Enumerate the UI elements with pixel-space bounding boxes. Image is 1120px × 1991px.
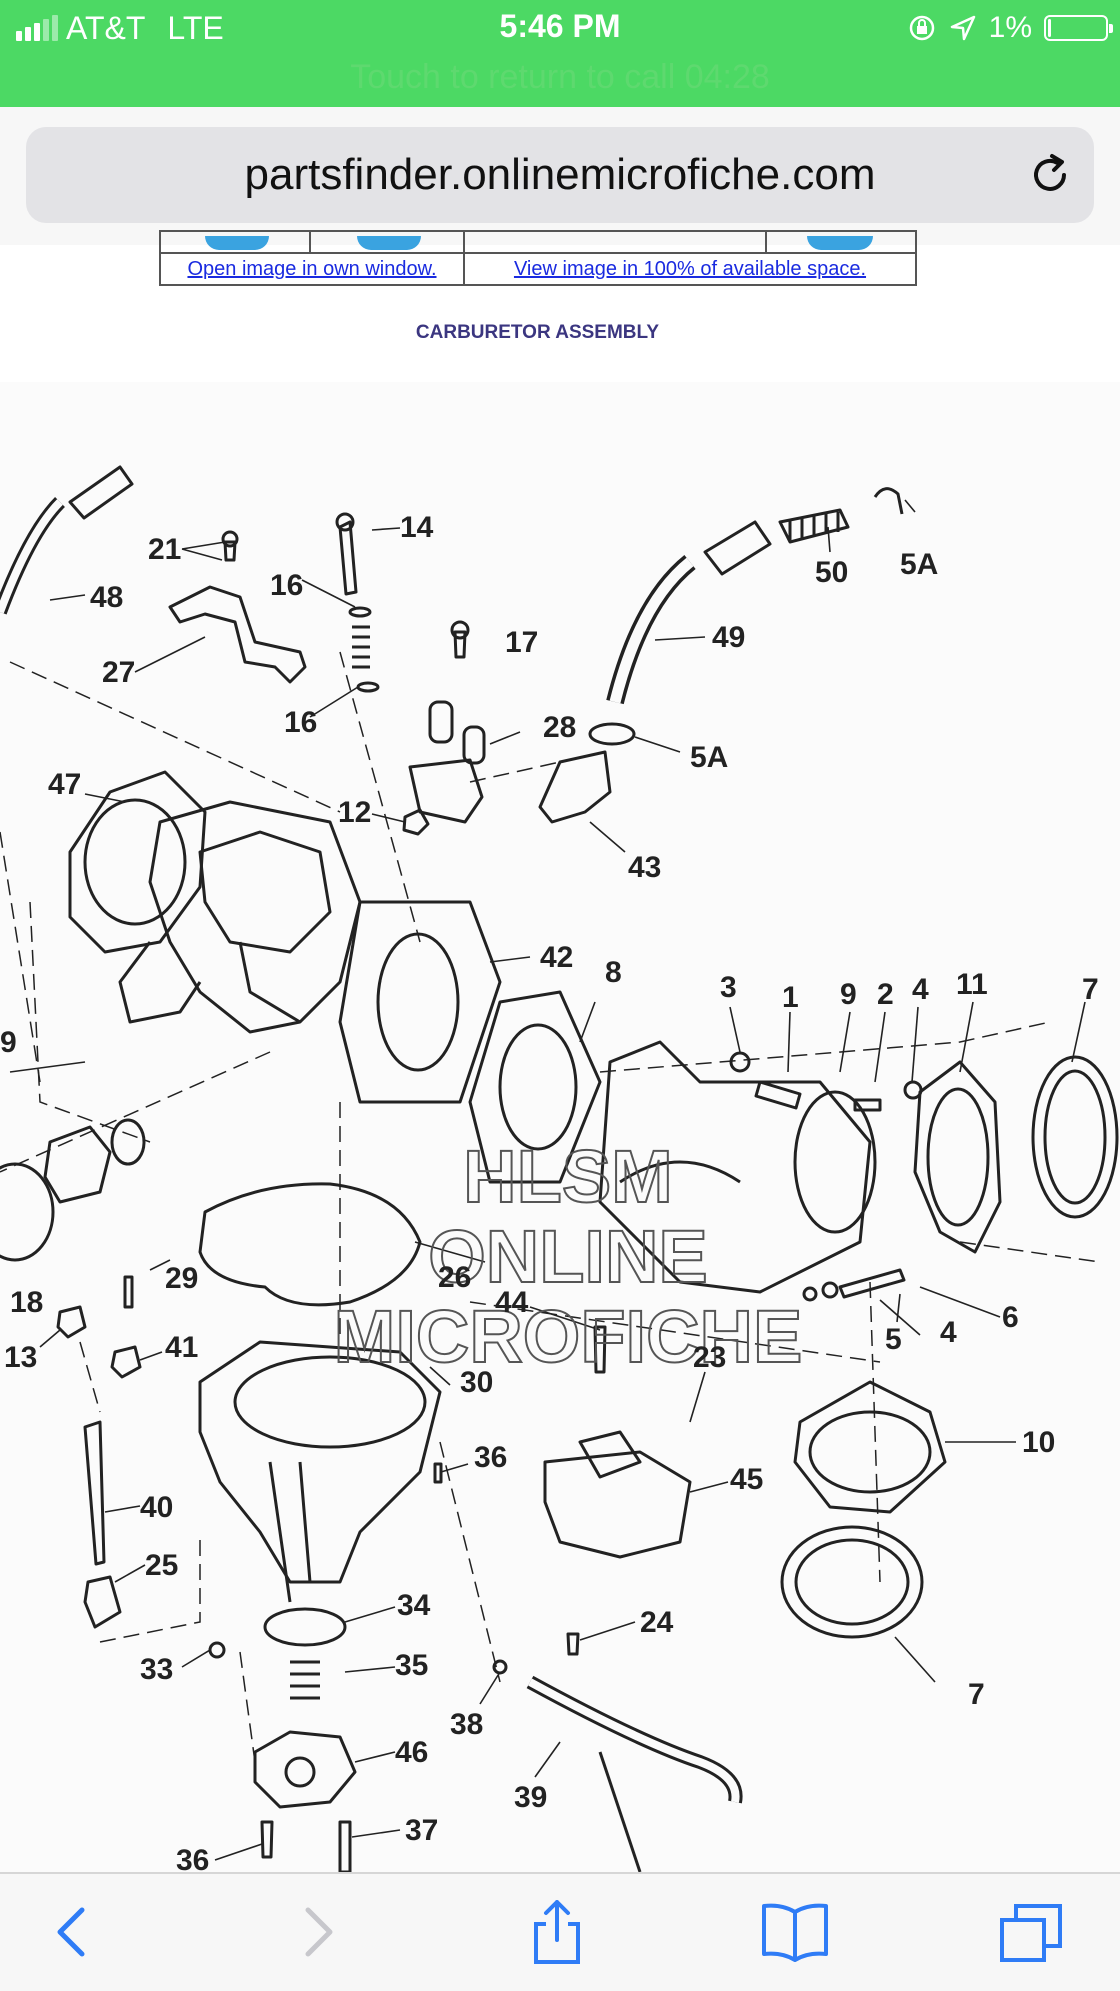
part-label: 41 — [165, 1331, 198, 1364]
part-label: 40 — [140, 1491, 173, 1524]
part-label: 33 — [140, 1653, 173, 1686]
part-label: 10 — [1022, 1426, 1055, 1459]
part-label: 9 — [0, 1026, 17, 1059]
part-label: 43 — [628, 851, 661, 884]
back-icon[interactable] — [38, 1900, 108, 1964]
view-full-image-link[interactable]: View image in 100% of available space. — [513, 258, 867, 280]
network-label: LTE — [167, 9, 224, 46]
part-label: 27 — [102, 656, 135, 689]
part-label: 1 — [782, 981, 799, 1014]
part-label: 39 — [514, 1781, 547, 1814]
battery-percent: 1% — [988, 11, 1032, 44]
part-label: 34 — [397, 1589, 431, 1622]
part-label: 44 — [495, 1286, 529, 1319]
battery-icon — [1044, 15, 1113, 41]
diagram-title: CARBURETOR ASSEMBLY — [415, 322, 660, 343]
watermark: HLSM ONLINE MICROFICHE — [333, 1134, 804, 1379]
orientation-lock-icon — [909, 15, 934, 41]
signal-icon — [16, 15, 58, 41]
clock: 5:46 PM — [499, 8, 621, 44]
part-label: 11 — [956, 968, 988, 1001]
url-text[interactable]: partsfinder.onlinemicrofiche.com — [244, 150, 876, 199]
part-label: 38 — [450, 1708, 483, 1741]
part-label: 29 — [165, 1262, 198, 1295]
part-label: 28 — [543, 711, 576, 744]
part-label: 18 — [10, 1286, 43, 1319]
part-label: 49 — [712, 621, 745, 654]
share-icon[interactable] — [522, 1900, 592, 1964]
table-cell: View image in 100% of available space. — [463, 252, 917, 286]
part-label: 16 — [270, 569, 303, 602]
tabs-icon[interactable] — [998, 1900, 1068, 1964]
part-label: 23 — [693, 1341, 726, 1374]
part-label: 5 — [885, 1323, 902, 1356]
part-label: 5A — [900, 548, 938, 581]
part-label: 7 — [1082, 973, 1099, 1006]
table-cell: Open image in own window. — [159, 252, 465, 286]
part-label: 24 — [640, 1606, 674, 1639]
part-label: 8 — [605, 956, 622, 989]
part-label: 37 — [405, 1814, 438, 1847]
part-label: 35 — [395, 1649, 428, 1682]
location-icon — [950, 15, 975, 41]
part-label: 5A — [690, 741, 728, 774]
carrier-label: AT&T — [66, 9, 146, 46]
part-label: 4 — [912, 973, 929, 1006]
browser-address-area: partsfinder.onlinemicrofiche.com — [0, 107, 1120, 245]
part-label: 45 — [730, 1463, 763, 1496]
svg-text:ONLINE: ONLINE — [428, 1215, 708, 1298]
image-options-table: Open image in own window. View image in … — [159, 230, 917, 286]
part-label: 3 — [720, 971, 737, 1004]
part-label: 12 — [338, 796, 371, 829]
status-bar: AT&T LTE 5:46 PM 1% Touch to return to c… — [0, 0, 1120, 107]
forward-icon[interactable] — [282, 1900, 352, 1964]
part-label: 48 — [90, 581, 123, 614]
svg-text:MICROFICHE: MICROFICHE — [334, 1295, 803, 1378]
part-label: 7 — [968, 1678, 985, 1711]
part-label: 21 — [148, 533, 181, 566]
part-label: 16 — [284, 706, 317, 739]
part-label: 50 — [815, 556, 848, 589]
part-label: 36 — [474, 1441, 507, 1474]
reload-icon[interactable] — [1026, 151, 1074, 199]
address-bar[interactable]: partsfinder.onlinemicrofiche.com — [26, 127, 1094, 223]
part-label: 30 — [460, 1366, 493, 1399]
part-label: 2 — [877, 978, 894, 1011]
part-labels: 21 14 16 17 16 27 48 12 28 47 42 8 9 3 1… — [0, 511, 1099, 1872]
part-label: 47 — [48, 768, 81, 801]
part-label: 46 — [395, 1736, 428, 1769]
call-banner[interactable]: Touch to return to call 04:28 — [350, 58, 770, 96]
part-label: 25 — [145, 1549, 178, 1582]
bookmarks-icon[interactable] — [760, 1900, 830, 1964]
part-label: 26 — [438, 1261, 471, 1294]
part-label: 14 — [400, 511, 434, 544]
carburetor-parts-diagram[interactable]: HLSM ONLINE MICROFICHE 21 14 16 17 16 27… — [0, 382, 1120, 1872]
part-label: 17 — [505, 626, 538, 659]
svg-text:HLSM: HLSM — [463, 1135, 673, 1218]
part-label: 4 — [940, 1316, 957, 1349]
open-image-window-link[interactable]: Open image in own window. — [187, 258, 437, 280]
part-label: 9 — [840, 978, 857, 1011]
part-label: 42 — [540, 941, 573, 974]
browser-toolbar — [0, 1872, 1120, 1991]
part-label: 6 — [1002, 1301, 1019, 1334]
part-label: 36 — [176, 1844, 209, 1872]
part-label: 13 — [4, 1341, 37, 1374]
